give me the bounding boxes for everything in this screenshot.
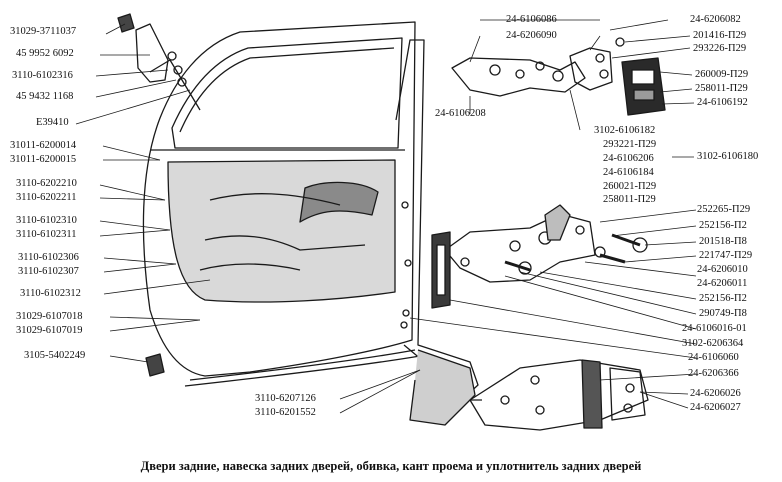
- part-label: 3110-6202211: [16, 192, 77, 203]
- upper-hinge: [451, 57, 586, 97]
- part-label: 31029-6107019: [16, 325, 83, 336]
- part-label: 24-6206366: [688, 368, 739, 379]
- part-label: 201518-П8: [699, 236, 747, 247]
- part-label: 24-6106206: [603, 153, 654, 164]
- lower-hinge: [444, 213, 596, 283]
- rear-hinge-leaf: [469, 359, 649, 431]
- part-label: 24-6206027: [690, 402, 741, 413]
- part-label: 31011-6200015: [10, 154, 77, 165]
- part-label: 3110-6201552: [255, 407, 316, 418]
- body-pillar: [395, 39, 479, 421]
- part-label: 3110-6102316: [12, 70, 73, 81]
- part-label: 3110-6102307: [18, 266, 79, 277]
- part-label: 24-6206082: [690, 14, 741, 25]
- part-label: 3110-6207126: [255, 393, 316, 404]
- part-label: 24-6106086: [506, 14, 557, 25]
- part-label: 24-6206011: [697, 278, 748, 289]
- part-label: Е39410: [36, 117, 69, 128]
- part-label: 24-6106060: [688, 352, 739, 363]
- part-label: 258011-П29: [603, 194, 656, 205]
- part-label: 31029-6107018: [16, 311, 83, 322]
- door-sill: [409, 349, 476, 426]
- part-label: 258011-П29: [695, 83, 748, 94]
- part-label: 24-6106184: [603, 167, 654, 178]
- window-frame: [171, 37, 403, 149]
- part-label: 260021-П29: [603, 181, 657, 192]
- part-label: 24-6206026: [690, 388, 741, 399]
- part-label: 252156-П2: [699, 293, 747, 304]
- part-label: 24-6206010: [697, 264, 748, 275]
- part-label: 201416-П29: [693, 30, 747, 41]
- part-label: 24-6206090: [506, 30, 557, 41]
- part-label: 221747-П29: [699, 250, 753, 261]
- part-label: 3102-6106182: [594, 125, 656, 136]
- part-label: 45 9952 6092: [16, 48, 74, 59]
- part-label: 252156-П2: [699, 220, 747, 231]
- part-label: 45 9432 1168: [16, 91, 74, 102]
- part-label: 3110-6102306: [18, 252, 79, 263]
- armrest: [299, 181, 379, 223]
- part-label: 3110-6202210: [16, 178, 77, 189]
- part-label: 24-6106192: [697, 97, 748, 108]
- part-label: 290749-П8: [699, 308, 747, 319]
- door-seal: [189, 349, 416, 381]
- part-label: 31029-3711037: [10, 26, 77, 37]
- door-frame: [142, 21, 416, 377]
- part-label: 3102-6106180: [697, 151, 759, 162]
- part-label: 3105-5402249: [24, 350, 86, 361]
- part-label: 260009-П29: [695, 69, 749, 80]
- figure-caption: Двери задние, навеска задних дверей, оби…: [140, 459, 642, 473]
- part-label: 3110-6102310: [16, 215, 77, 226]
- part-label: 3110-6102311: [16, 229, 77, 240]
- part-label: 252265-П29: [697, 204, 751, 215]
- part-label: 24-6106208: [435, 108, 486, 119]
- part-label: 3110-6102312: [20, 288, 81, 299]
- part-label: 293221-П29: [603, 139, 657, 150]
- part-label: 31011-6200014: [10, 140, 77, 151]
- part-label: 3102-6206364: [682, 338, 744, 349]
- part-label: 293226-П29: [693, 43, 747, 54]
- door-limiter: [621, 57, 666, 116]
- part-label: 24-6106016-01: [682, 323, 747, 334]
- mirror-bracket: [135, 23, 169, 83]
